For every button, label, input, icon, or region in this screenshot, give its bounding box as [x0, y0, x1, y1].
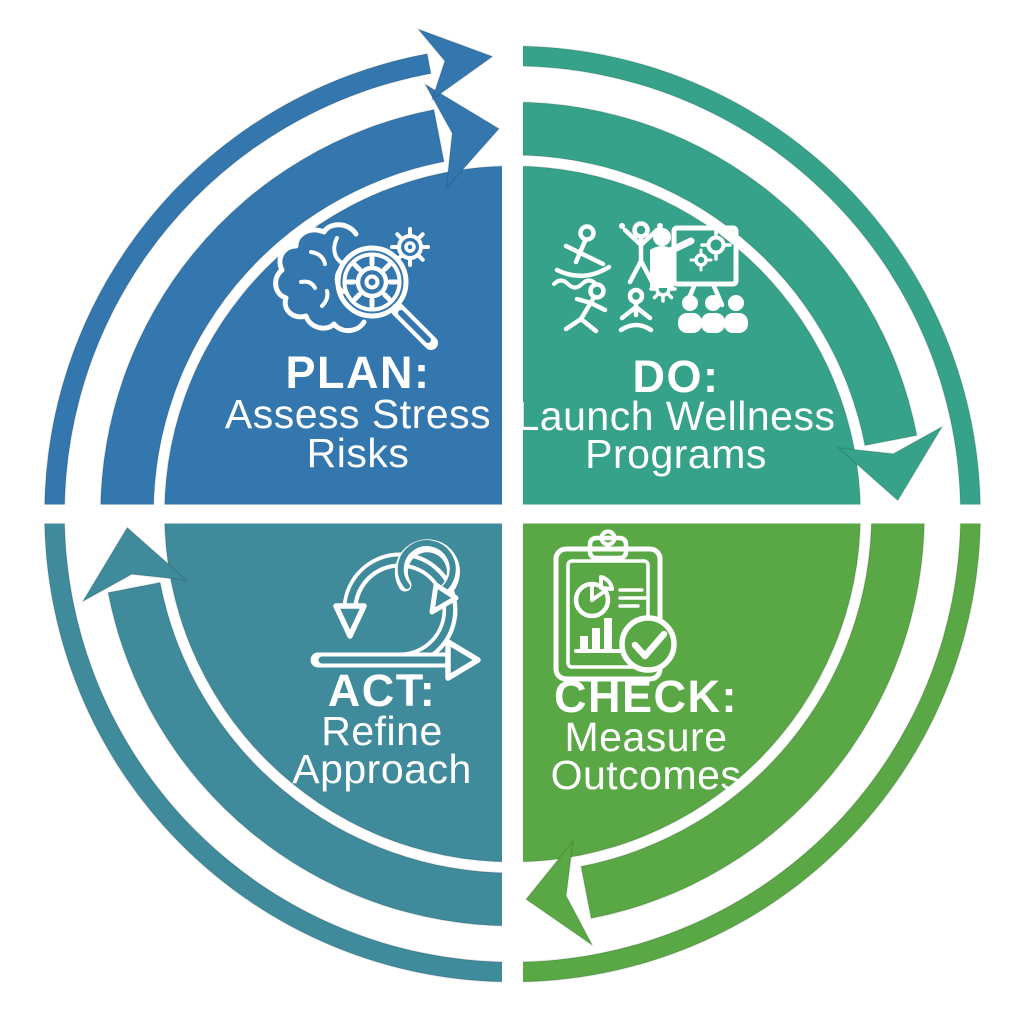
presenter-body [650, 246, 674, 288]
act-desc-line1: Refine [321, 708, 443, 754]
exercise-person-icon [619, 221, 663, 285]
brain-magnifier-gears-icon [273, 222, 438, 350]
plan-desc-line2: Risks [307, 430, 410, 476]
exit-right-arrowhead [445, 639, 481, 681]
labels: PLAN: Assess Stress Risks DO: Launch Wel… [225, 347, 836, 798]
loop-down-arrowhead [333, 603, 367, 639]
plan-arrowhead [423, 82, 501, 191]
magnifier-lens-outer [335, 245, 409, 319]
presenter-head [653, 228, 671, 246]
check-arrow-band [580, 513, 926, 920]
clipboard-inner [566, 559, 650, 669]
do-stage-label: DO: [633, 351, 720, 402]
magnifier-handle-hollow [398, 310, 431, 343]
check-arrowhead [524, 838, 594, 946]
small-gear-teeth [390, 227, 430, 267]
iteration-loop-arrow-icon [310, 539, 481, 681]
lens-gear-hole [364, 274, 380, 290]
presenter-arm [664, 237, 695, 256]
horizontal-divider [0, 504, 1024, 524]
plan-quadrant-body [163, 165, 514, 515]
plan-stage-label: PLAN: [286, 347, 431, 398]
small-loop-arrowhead [429, 582, 459, 615]
clipboard-clip [587, 535, 629, 561]
clipboard-outer [553, 546, 663, 682]
act-arrow-band [107, 581, 514, 927]
bar-chart [580, 618, 612, 649]
presentation-board-icon [650, 225, 739, 308]
quadrant-act [43, 513, 514, 983]
quadrant-check [511, 513, 982, 983]
act-stage-label: ACT: [328, 665, 436, 716]
lens-gear-teeth [345, 255, 399, 309]
do-arrowhead [836, 424, 945, 502]
loop-tube-hollow [346, 556, 454, 664]
check-desc-line2: Outcomes [551, 752, 742, 798]
pie-chart-slice [599, 575, 614, 591]
act-quadrant-body [163, 513, 514, 863]
act-desc-line2: Approach [292, 746, 472, 792]
plan-desc-line1: Assess Stress [225, 391, 491, 437]
check-mark [631, 630, 668, 660]
plan-ring-arrowhead [415, 27, 495, 102]
do-desc-line1: Launch Wellness [517, 393, 836, 439]
do-desc-line2: Programs [585, 431, 767, 477]
check-quadrant-body [511, 513, 862, 863]
wellness-activities-icon [552, 221, 748, 334]
check-desc-line1: Measure [564, 714, 727, 760]
report-text-lines [618, 588, 647, 608]
check-stage-label: CHECK: [554, 671, 738, 722]
quadrant-do [511, 45, 982, 515]
clipboard-clip-knob [599, 529, 617, 547]
small-loop-hollow [397, 540, 456, 595]
act-arrowhead [80, 526, 189, 604]
clipboard-analytics-check-icon [553, 529, 677, 682]
small-gear-hole [404, 241, 416, 253]
pie-chart-radii [590, 582, 607, 602]
running-person-icon [563, 282, 608, 334]
do-arrow-band [511, 101, 918, 447]
plan-outer-ring-arc [43, 52, 432, 515]
check-circle [619, 615, 677, 673]
magnifier-lens-inner [342, 252, 402, 312]
meditation-sun-icon [618, 275, 677, 333]
brain-outline [273, 222, 367, 333]
lens-gear-ring [355, 265, 389, 299]
quadrant-plan [43, 27, 514, 515]
do-quadrant-body [511, 165, 862, 515]
paddling-person-icon [552, 224, 612, 290]
plan-arrow-band [99, 108, 445, 515]
audience-group-icon [678, 295, 748, 333]
